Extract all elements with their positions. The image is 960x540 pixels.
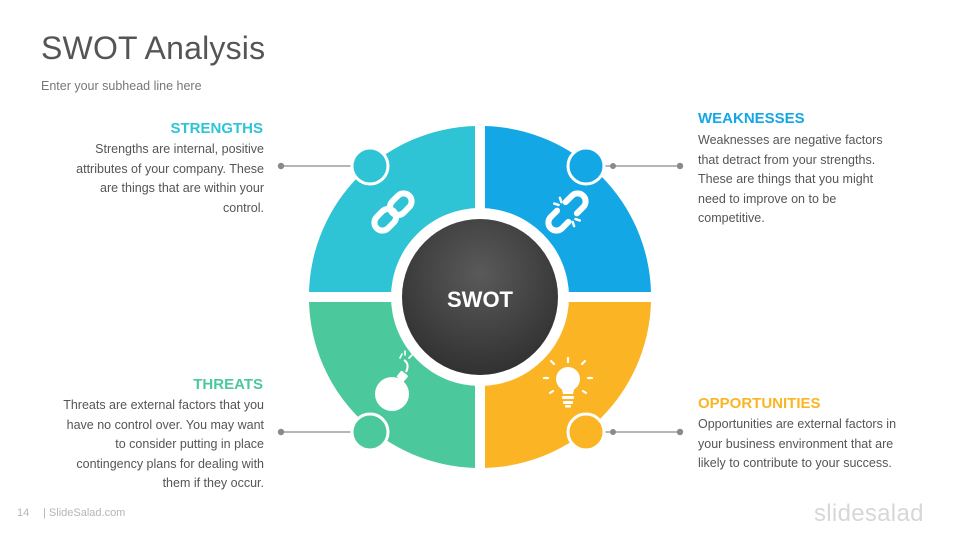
strengths-connector xyxy=(277,146,390,186)
text-line: Strengths are internal, positive xyxy=(95,142,264,156)
threats-heading: THREATS xyxy=(193,376,263,393)
opportunities-description: Opportunities are external factors in yo… xyxy=(698,415,928,474)
center-label: SWOT xyxy=(447,287,514,312)
brand-watermark: slidesalad xyxy=(814,500,924,527)
slide-subhead: Enter your subhead line here xyxy=(41,79,202,93)
text-line: Weaknesses are negative factors xyxy=(698,133,883,147)
opportunities-connector xyxy=(566,412,684,452)
text-line: that detract from your strengths. xyxy=(698,152,876,167)
text-line: them if they occur. xyxy=(162,476,264,490)
text-line: your business environment that are xyxy=(698,436,894,451)
page-number: 14 xyxy=(17,507,30,519)
strengths-heading: STRENGTHS xyxy=(170,120,263,137)
link-icon xyxy=(371,190,415,234)
weaknesses-description: Weaknesses are negative factors that det… xyxy=(698,131,928,229)
text-line: attributes of your company. These xyxy=(76,161,264,176)
text-line: have no control over. You may want xyxy=(66,417,264,432)
text-line: control. xyxy=(223,200,264,215)
slide-title: SWOT Analysis xyxy=(41,30,266,66)
opportunities-heading: OPPORTUNITIES xyxy=(698,395,821,412)
text-line: These are things that you might xyxy=(698,172,874,186)
threats-description: Threats are external factors that you ha… xyxy=(30,396,264,494)
text-line: competitive. xyxy=(698,211,765,225)
text-line: contingency plans for dealing with xyxy=(76,456,264,471)
text-line: Opportunities are external factors in xyxy=(698,417,897,431)
threats-connector xyxy=(277,412,390,452)
strengths-description: Strengths are internal, positive attribu… xyxy=(40,140,264,218)
text-line: are things that are within your xyxy=(100,181,264,195)
center-circle xyxy=(402,219,558,375)
text-line: need to improve on to be xyxy=(698,191,837,206)
weaknesses-heading: WEAKNESSES xyxy=(698,110,805,127)
footer-site: | SlideSalad.com xyxy=(43,507,126,519)
text-line: likely to contribute to your success. xyxy=(698,456,892,470)
broken-link-icon xyxy=(545,190,589,234)
weaknesses-connector xyxy=(566,146,684,186)
lightbulb-icon xyxy=(542,356,594,408)
text-line: to consider putting in place xyxy=(115,437,264,451)
text-line: Threats are external factors that you xyxy=(63,398,264,412)
bomb-icon xyxy=(375,350,413,411)
